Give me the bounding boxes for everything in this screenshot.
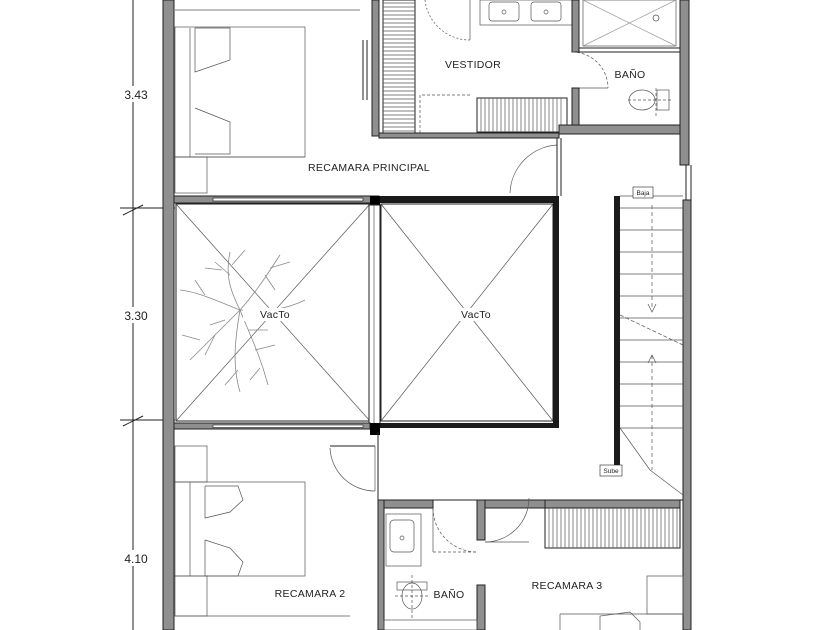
dimension-line: 3.43 3.30 4.10	[116, 0, 175, 630]
recamara-3-label: RECAMARA 3	[532, 580, 603, 592]
stairs-down-label: Baja	[636, 190, 649, 197]
tree-sketch	[179, 249, 306, 393]
vestidor-label: VESTIDOR	[445, 59, 501, 71]
bed-recamara-2	[174, 445, 350, 617]
exterior-walls	[162, 0, 692, 630]
bano-bottom-label: BAÑO	[434, 588, 465, 601]
void-left: VacTo	[175, 203, 371, 422]
vacio-right-label: VacTo	[461, 309, 491, 321]
closet-rack-bottom	[476, 97, 568, 133]
closet-rack-left	[382, 0, 416, 134]
dimension-label-bottom: 4.10	[124, 552, 148, 566]
shower	[582, 0, 677, 47]
recamara-principal-label: RECAMARA PRINCIPAL	[308, 162, 430, 174]
recamara-2-label: RECAMARA 2	[275, 588, 346, 600]
toilet-bottom	[395, 575, 430, 620]
master-bed	[174, 26, 306, 194]
dimension-label-top: 3.43	[124, 88, 148, 102]
sink-bottom	[385, 513, 422, 567]
dimension-label-middle: 3.30	[124, 309, 148, 323]
closet-recamara-3	[544, 499, 681, 549]
bed-recamara-3	[559, 575, 684, 630]
stairs-up-label: Sube	[603, 468, 619, 475]
vacio-left-label: VacTo	[260, 309, 290, 321]
staircase: Baja Sube	[599, 186, 684, 496]
void-right: VacTo	[380, 203, 554, 422]
toilet-top	[628, 88, 672, 118]
bano-top-label: BAÑO	[615, 68, 646, 81]
